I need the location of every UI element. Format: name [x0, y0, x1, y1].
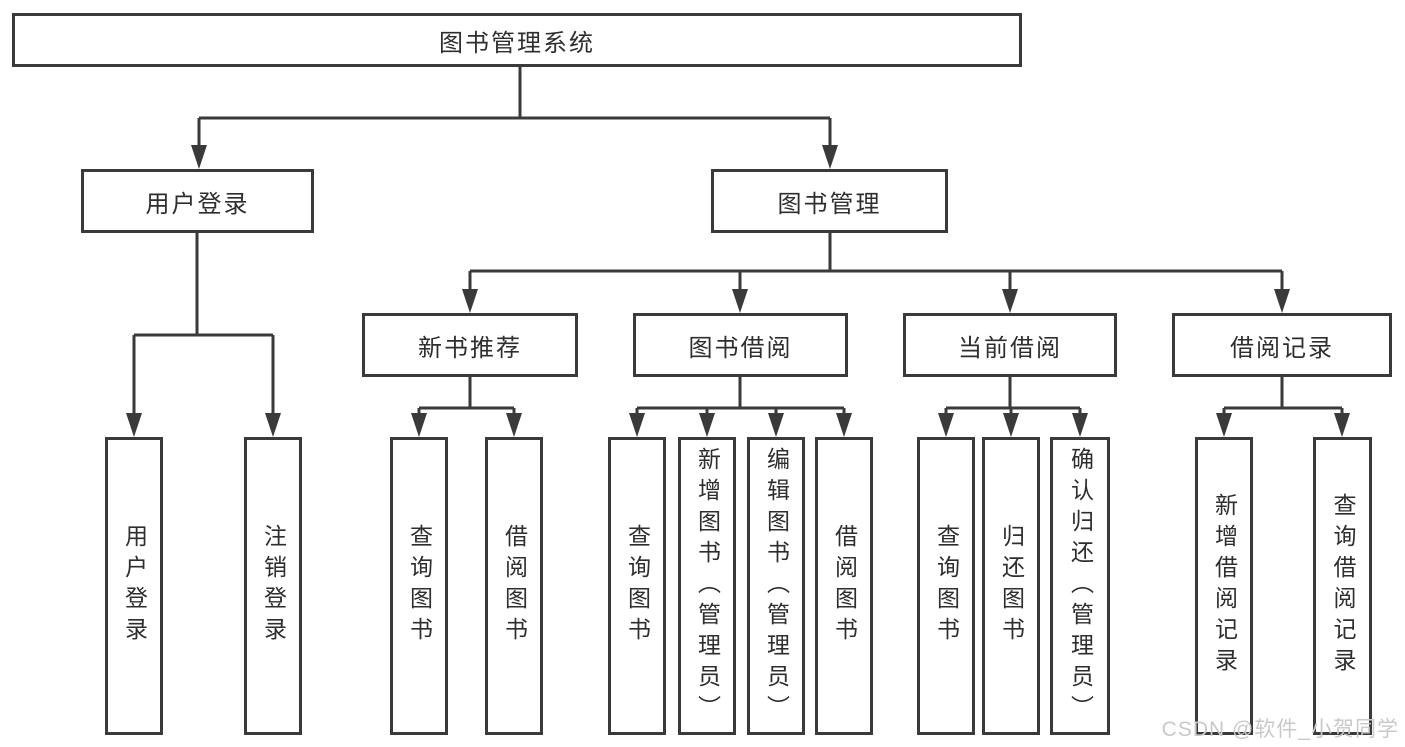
node-label: 注销登录: [260, 524, 287, 648]
node-label: 图书借阅: [688, 334, 793, 362]
node-new-book-recommend: 新书推荐: [362, 313, 578, 377]
node-label: 借阅图书: [501, 524, 528, 648]
node-borrow-record: 借阅记录: [1172, 313, 1392, 377]
node-label: 用户登录: [145, 190, 250, 218]
node-user-login: 用户登录: [81, 169, 314, 233]
node-label: 确认归还（管理员）: [1067, 446, 1094, 726]
leaf-query-borrow-record: 查询借阅记录: [1313, 437, 1372, 735]
node-label: 当前借阅: [958, 334, 1062, 362]
node-book-borrow: 图书借阅: [633, 313, 848, 377]
leaf-user-login: 用户登录: [105, 437, 163, 735]
leaf-confirm-return-admin: 确认归还（管理员）: [1050, 437, 1110, 735]
leaf-logout-login: 注销登录: [244, 437, 302, 735]
node-label: 新增图书（管理员）: [694, 446, 721, 726]
node-label: 借阅图书: [831, 524, 858, 648]
node-library-management-system: 图书管理系统: [12, 13, 1022, 67]
node-label: 新增借阅记录: [1211, 493, 1238, 679]
csdn-watermark: CSDN @软件_小贺同学: [1161, 718, 1399, 741]
node-label: 查询借阅记录: [1330, 493, 1356, 679]
leaf-add-borrow-record: 新增借阅记录: [1195, 437, 1253, 735]
node-label: 图书管理系统: [439, 29, 595, 57]
leaf-return-book: 归还图书: [982, 437, 1040, 735]
node-label: 借阅记录: [1230, 334, 1334, 362]
node-label: 查询图书: [624, 524, 651, 648]
node-book-management: 图书管理: [711, 169, 948, 233]
leaf-borrow-book-borrow: 借阅图书: [815, 437, 873, 735]
leaf-borrow-book-newbook: 借阅图书: [485, 437, 543, 735]
leaf-add-book-admin: 新增图书（管理员）: [678, 437, 736, 735]
node-label: 编辑图书（管理员）: [763, 446, 790, 726]
node-label: 新书推荐: [418, 334, 522, 362]
node-label: 图书管理: [777, 190, 882, 218]
leaf-edit-book-admin: 编辑图书（管理员）: [747, 437, 805, 735]
node-label: 查询图书: [406, 524, 433, 648]
node-label: 用户登录: [121, 524, 148, 648]
node-label: 查询图书: [933, 524, 960, 648]
leaf-query-book-current: 查询图书: [917, 437, 975, 735]
leaf-query-book-newbook: 查询图书: [390, 437, 448, 735]
leaf-query-book-borrow: 查询图书: [608, 437, 666, 735]
node-label: 归还图书: [998, 524, 1025, 648]
node-current-borrow: 当前借阅: [903, 313, 1117, 377]
